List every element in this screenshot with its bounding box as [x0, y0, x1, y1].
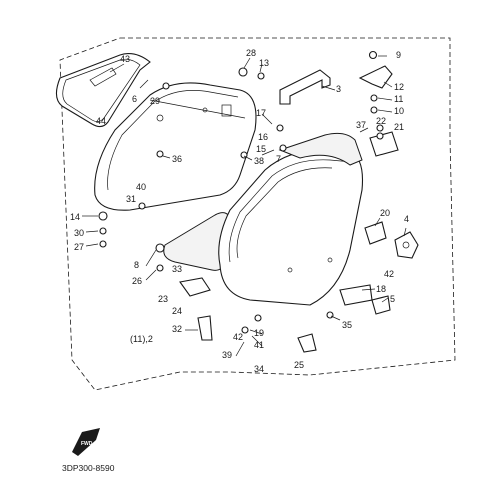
plate-part	[369, 131, 399, 157]
callout-42-lower: 42	[233, 332, 243, 342]
callout-24: 24	[172, 306, 182, 316]
callout-20: 20	[380, 208, 390, 218]
callout-4: 4	[404, 214, 409, 224]
side-bracket-part	[358, 65, 393, 89]
callout-13: 13	[259, 58, 269, 68]
callout-32: 32	[172, 324, 182, 334]
callout-28: 28	[246, 48, 256, 58]
fwd-label: FWD	[81, 441, 93, 447]
callout-19: 19	[254, 328, 264, 338]
callout-16: 16	[258, 132, 268, 142]
drawing-code: 3DP300-8590	[62, 463, 115, 473]
callout-7: 7	[276, 154, 281, 164]
callout-29: 29	[150, 96, 160, 106]
callout-30: 30	[74, 228, 84, 238]
top-bracket-part	[279, 69, 331, 105]
callout-37: 37	[356, 120, 366, 130]
callout-10: 10	[394, 106, 404, 116]
callout-6: 6	[132, 94, 137, 104]
callout-34: 34	[254, 364, 264, 374]
right-side-cover	[218, 132, 364, 306]
fasteners	[98, 50, 384, 334]
callout-14: 14	[70, 212, 80, 222]
assembly-boundary	[59, 37, 456, 391]
callout-43: 43	[120, 54, 130, 64]
callout-3: 3	[336, 84, 341, 94]
callout-23: 23	[158, 294, 168, 304]
callout-25: 25	[294, 360, 304, 370]
callout-15: 15	[256, 144, 266, 154]
left-side-cover	[94, 82, 257, 211]
mount-bracket-part	[197, 315, 213, 341]
callout-36: 36	[172, 154, 182, 164]
callout-33: 33	[172, 264, 182, 274]
callout-41: 41	[254, 340, 264, 350]
clip-part	[297, 333, 317, 353]
callout-38: 38	[254, 156, 264, 166]
callout-18: 18	[376, 284, 386, 294]
callout-35: 35	[342, 320, 352, 330]
leader-lines	[82, 55, 407, 357]
seal-gasket-part	[55, 53, 151, 128]
lock-assembly-part	[394, 231, 419, 259]
callout-27: 27	[74, 242, 84, 252]
callout-22: 22	[376, 116, 386, 126]
callout-5: 5	[390, 294, 395, 304]
callout-31: 31	[126, 194, 136, 204]
callout-39: 39	[222, 350, 232, 360]
reference-label: (11),2	[130, 334, 153, 344]
callout-9: 9	[396, 50, 401, 60]
callout-12: 12	[394, 82, 404, 92]
callout-42: 42	[384, 269, 394, 279]
fwd-arrow-icon: FWD	[72, 428, 100, 456]
callout-8: 8	[134, 260, 139, 270]
lower-bracket-part	[179, 277, 211, 297]
callout-labels: 43 44 6 28 13 29 9 3 12 11 10 17 16 37 2…	[70, 48, 409, 374]
callout-40: 40	[136, 182, 146, 192]
callout-44: 44	[96, 116, 106, 126]
callout-21: 21	[394, 122, 404, 132]
callout-17: 17	[256, 108, 266, 118]
callout-26: 26	[132, 276, 142, 286]
callout-11: 11	[394, 94, 403, 104]
